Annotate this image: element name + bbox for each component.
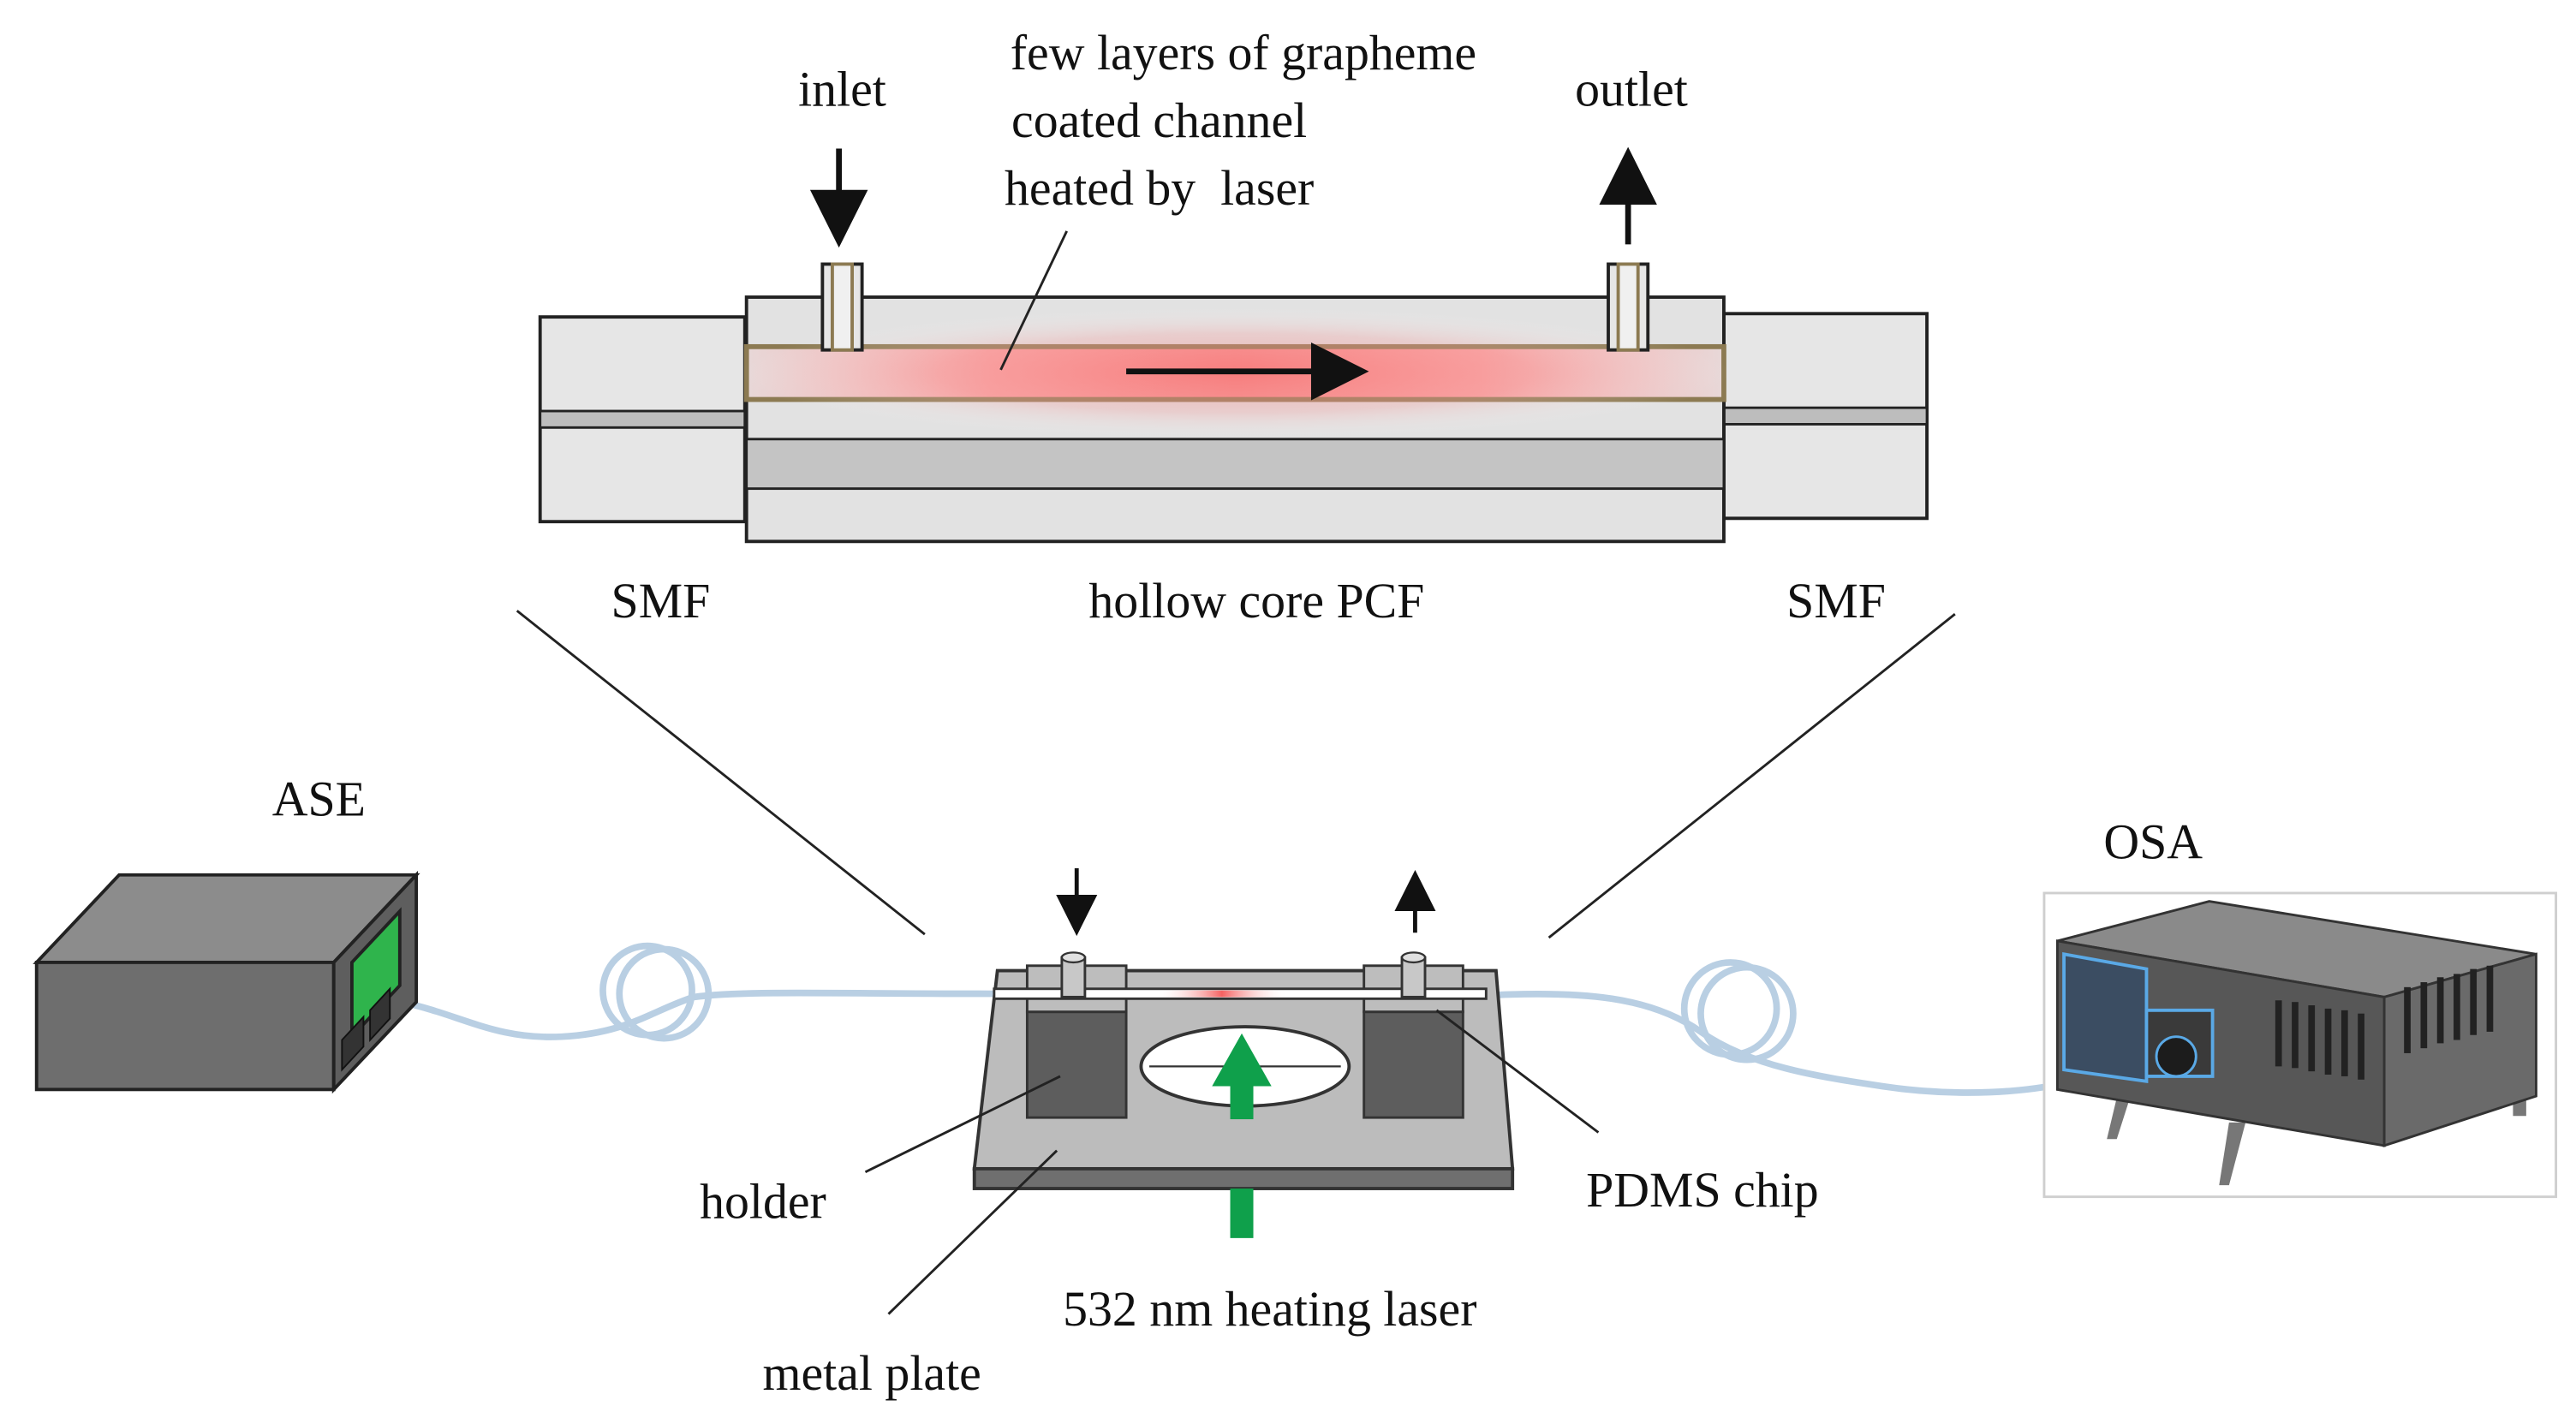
zoom-line-left xyxy=(516,610,926,936)
heating-laser-beam xyxy=(1212,1033,1272,1238)
label-metal-plate: metal plate xyxy=(763,1345,981,1401)
label-ase: ASE xyxy=(272,771,366,826)
osa-instrument xyxy=(2042,891,2558,1199)
ase-port-1 xyxy=(341,1015,365,1072)
label-inlet: inlet xyxy=(798,61,886,116)
zoom-line-right xyxy=(1547,613,1956,939)
outlet-port xyxy=(1607,262,1650,352)
label-outlet: outlet xyxy=(1575,61,1688,116)
label-hollow-core: hollow core PCF xyxy=(1088,573,1424,629)
fiber-right xyxy=(1486,959,2098,1096)
channel-pointer-line xyxy=(999,230,1068,371)
osa-knob xyxy=(2155,1035,2197,1078)
label-smf-left: SMF xyxy=(611,573,711,629)
holder-pointer xyxy=(864,1075,1061,1174)
chip-outlet-port xyxy=(1400,951,1427,998)
smf-left-block xyxy=(538,315,747,524)
zoomed-pcf-section xyxy=(538,146,1929,544)
ase-screen xyxy=(349,907,402,1041)
metal-plate-pointer xyxy=(887,1149,1058,1315)
ase-port-2 xyxy=(369,986,391,1042)
chip-inlet-port xyxy=(1060,951,1087,998)
label-holder: holder xyxy=(700,1174,826,1230)
fiber-left xyxy=(400,942,994,1042)
label-pdms-chip: PDMS chip xyxy=(1586,1162,1819,1218)
osa-vents xyxy=(2275,965,2494,1080)
pdms-pointer xyxy=(1435,1009,1600,1134)
label-smf-right: SMF xyxy=(1786,573,1886,629)
label-channel-2: coated channel xyxy=(1011,92,1307,148)
label-heating-laser: 532 nm heating laser xyxy=(1063,1281,1476,1337)
label-channel-3: heated by laser xyxy=(1005,160,1314,216)
label-channel-1: few layers of grapheme xyxy=(1011,25,1476,80)
label-osa: OSA xyxy=(2103,813,2203,869)
ase-instrument xyxy=(33,870,420,1094)
chip-assembly xyxy=(972,868,1515,1238)
inlet-port xyxy=(820,262,864,352)
smf-right-block xyxy=(1722,312,1929,521)
